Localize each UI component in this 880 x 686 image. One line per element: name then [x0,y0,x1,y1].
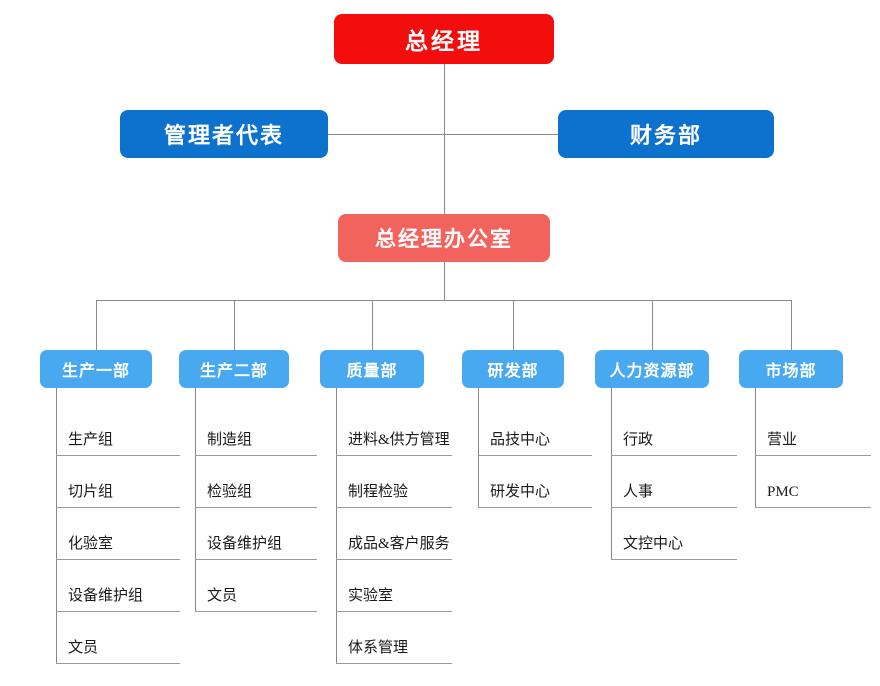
sub-item[interactable]: 生产组 [56,404,180,456]
node-gm-office[interactable]: 总经理办公室 [338,214,550,262]
connector-stem-dept-5 [611,388,612,404]
sub-item-column-4: 品技中心研发中心 [478,404,592,508]
sub-item[interactable]: 设备维护组 [56,560,180,612]
sub-item-column-1: 生产组切片组化验室设备维护组文员 [56,404,180,664]
sub-item[interactable]: 营业 [755,404,871,456]
node-department-2[interactable]: 生产二部 [179,350,289,388]
sub-item[interactable]: 体系管理 [336,612,452,664]
connector-ceo-vertical [444,64,445,214]
sub-item[interactable]: 制程检验 [336,456,452,508]
connector-drop-dept-2 [234,300,235,350]
connector-stem-dept-2 [195,388,196,404]
sub-item-column-2: 制造组检验组设备维护组文员 [195,404,317,612]
sub-item[interactable]: 进料&供方管理 [336,404,452,456]
connector-drop-dept-6 [791,300,792,350]
sub-item-spine-6 [755,404,756,508]
connector-stem-dept-4 [478,388,479,404]
connector-drop-dept-5 [652,300,653,350]
sub-item-spine-3 [336,404,337,664]
connector-drop-dept-4 [513,300,514,350]
node-department-6[interactable]: 市场部 [739,350,843,388]
sub-item[interactable]: 文员 [195,560,317,612]
connector-stem-dept-1 [56,388,57,404]
node-general-manager[interactable]: 总经理 [334,14,554,64]
connector-lateral-bar [328,134,558,135]
sub-item[interactable]: 制造组 [195,404,317,456]
node-department-4[interactable]: 研发部 [462,350,564,388]
sub-item[interactable]: 检验组 [195,456,317,508]
connector-gmoffice-vertical [444,262,445,300]
sub-item[interactable]: 切片组 [56,456,180,508]
sub-item[interactable]: 研发中心 [478,456,592,508]
sub-item[interactable]: 化验室 [56,508,180,560]
node-department-3[interactable]: 质量部 [320,350,424,388]
sub-item[interactable]: 文员 [56,612,180,664]
connector-stem-dept-6 [755,388,756,404]
connector-department-bus [96,300,792,301]
node-department-1[interactable]: 生产一部 [40,350,152,388]
node-department-5[interactable]: 人力资源部 [595,350,709,388]
sub-item-spine-5 [611,404,612,560]
sub-item[interactable]: 设备维护组 [195,508,317,560]
connector-stem-dept-3 [336,388,337,404]
node-finance-department[interactable]: 财务部 [558,110,774,158]
sub-item[interactable]: 行政 [611,404,737,456]
connector-drop-dept-3 [372,300,373,350]
sub-item-column-3: 进料&供方管理制程检验成品&客户服务实验室体系管理 [336,404,452,664]
sub-item[interactable]: 成品&客户服务 [336,508,452,560]
sub-item[interactable]: PMC [755,456,871,508]
connector-drop-dept-1 [96,300,97,350]
sub-item-spine-4 [478,404,479,508]
sub-item-column-5: 行政人事文控中心 [611,404,737,560]
sub-item-spine-2 [195,404,196,612]
node-management-representative[interactable]: 管理者代表 [120,110,328,158]
sub-item-spine-1 [56,404,57,664]
sub-item[interactable]: 实验室 [336,560,452,612]
sub-item[interactable]: 人事 [611,456,737,508]
sub-item[interactable]: 文控中心 [611,508,737,560]
sub-item[interactable]: 品技中心 [478,404,592,456]
